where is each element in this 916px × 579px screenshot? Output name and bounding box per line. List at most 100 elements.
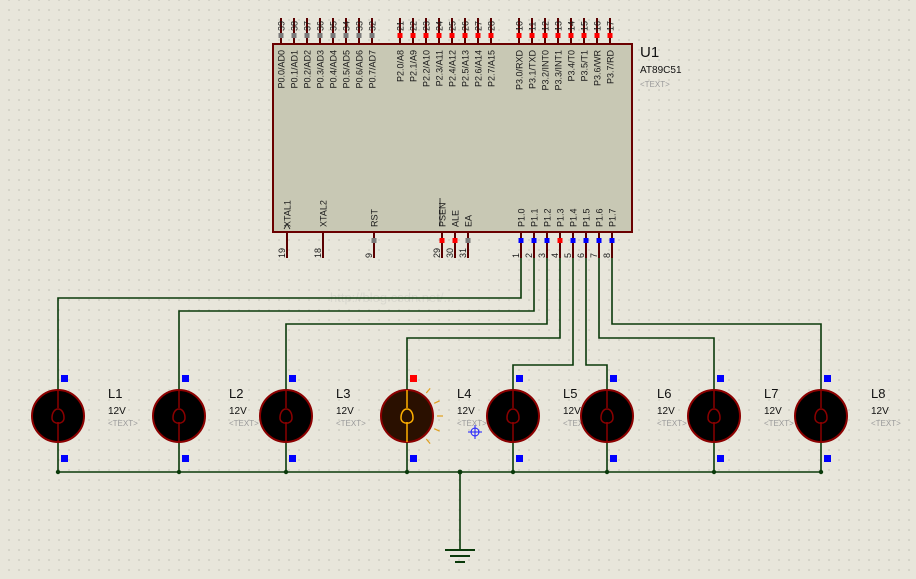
pin-state-marker [436, 33, 442, 38]
clock-marker-icon [283, 223, 291, 230]
pin-state-marker [555, 33, 561, 38]
pin-number: 3 [537, 253, 547, 258]
pin-state-marker [343, 33, 349, 38]
pin-label: P0.3/AD3 [316, 50, 326, 89]
pin-number: 18 [313, 248, 323, 258]
pin-number: 25 [448, 21, 458, 31]
pin-number: 9 [364, 253, 374, 258]
pin-state-marker [439, 238, 445, 243]
lamp-voltage: 12V [657, 406, 675, 417]
pin-state-marker [475, 33, 481, 38]
pin-number: 35 [329, 21, 339, 31]
pin-number: 10 [515, 21, 525, 31]
lamp-pin-marker [717, 375, 724, 382]
chip-body[interactable] [272, 43, 633, 233]
pin-state-marker [397, 33, 403, 38]
chip-reference: U1 [640, 44, 659, 61]
pin-number: 33 [355, 21, 365, 31]
pin-number: 31 [458, 248, 468, 258]
pin-number: 23 [422, 21, 432, 31]
pin-label: P2.7/A15 [487, 50, 497, 87]
pin-state-marker [581, 33, 587, 38]
pin-number: 13 [554, 21, 564, 31]
wire-junction [283, 469, 289, 475]
pin-number: 6 [576, 253, 586, 258]
pin-label: RST [370, 208, 380, 227]
crosshair-cursor-icon [468, 425, 482, 439]
filament-icon [506, 390, 520, 442]
light-rays-icon [425, 388, 443, 444]
wires [57, 258, 822, 473]
pin-state-marker [609, 238, 615, 243]
pin-state-marker [356, 33, 362, 38]
wire-junction [176, 469, 182, 475]
ground-symbol-icon[interactable] [445, 472, 475, 563]
pin-label: P3.6/WR [593, 50, 603, 87]
control-wire [611, 258, 822, 378]
chip-part-number: AT89C51 [640, 65, 682, 76]
lamp-reference: L4 [457, 386, 471, 401]
pin-number: 2 [524, 253, 534, 258]
pin-state-marker [542, 33, 548, 38]
pin-state-marker [369, 33, 375, 38]
wire-junction [604, 469, 610, 475]
pin-state-marker [291, 33, 297, 38]
pin-state-marker [462, 33, 468, 38]
pin-number: 26 [461, 21, 471, 31]
lamp-reference: L7 [764, 386, 778, 401]
lamp-pin-marker [516, 455, 523, 462]
pin-state-marker [371, 238, 377, 243]
pin-label: P2.4/A12 [448, 50, 458, 87]
lamp-pin-marker [289, 455, 296, 462]
pin-label: P2.1/A9 [409, 50, 419, 82]
wire-junction [818, 469, 824, 475]
pin-state-marker [583, 238, 589, 243]
pin-number: 24 [435, 21, 445, 31]
pin-label: EA [464, 215, 474, 227]
lamp-pin-marker [610, 375, 617, 382]
pin-label: PSEN [438, 202, 448, 227]
pin-number: 4 [550, 253, 560, 258]
wire-junction [510, 469, 516, 475]
wire-junction [404, 469, 410, 475]
control-wire [598, 258, 715, 378]
pin-number: 30 [445, 248, 455, 258]
lamp-reference: L8 [871, 386, 885, 401]
pin-number: 34 [342, 21, 352, 31]
filament-icon [51, 390, 65, 442]
pin-number: 21 [396, 21, 406, 31]
pin-label: P0.2/AD2 [303, 50, 313, 89]
pin-number: 15 [580, 21, 590, 31]
control-wire [512, 258, 574, 378]
pin-state-marker [516, 33, 522, 38]
lamp-voltage: 12V [336, 406, 354, 417]
pin-number: 36 [316, 21, 326, 31]
pin-number: 32 [368, 21, 378, 31]
wire-junction [711, 469, 717, 475]
pin-label: P1.6 [595, 208, 605, 227]
pin-label: P1.5 [582, 208, 592, 227]
lamp-text-placeholder: <TEXT> [657, 419, 687, 428]
chip-text-placeholder: <TEXT> [640, 80, 670, 89]
lamp-pin-marker [182, 455, 189, 462]
lamp-pin-marker [289, 375, 296, 382]
pin-label: P1.1 [530, 208, 540, 227]
lamp-voltage: 12V [764, 406, 782, 417]
pin-label: P3.1/TXD [528, 50, 538, 90]
pin-state-marker [449, 33, 455, 38]
pin-state-marker [410, 33, 416, 38]
lamp-voltage: 12V [229, 406, 247, 417]
pin-label: P2.5/A13 [461, 50, 471, 87]
control-wire [57, 258, 522, 378]
